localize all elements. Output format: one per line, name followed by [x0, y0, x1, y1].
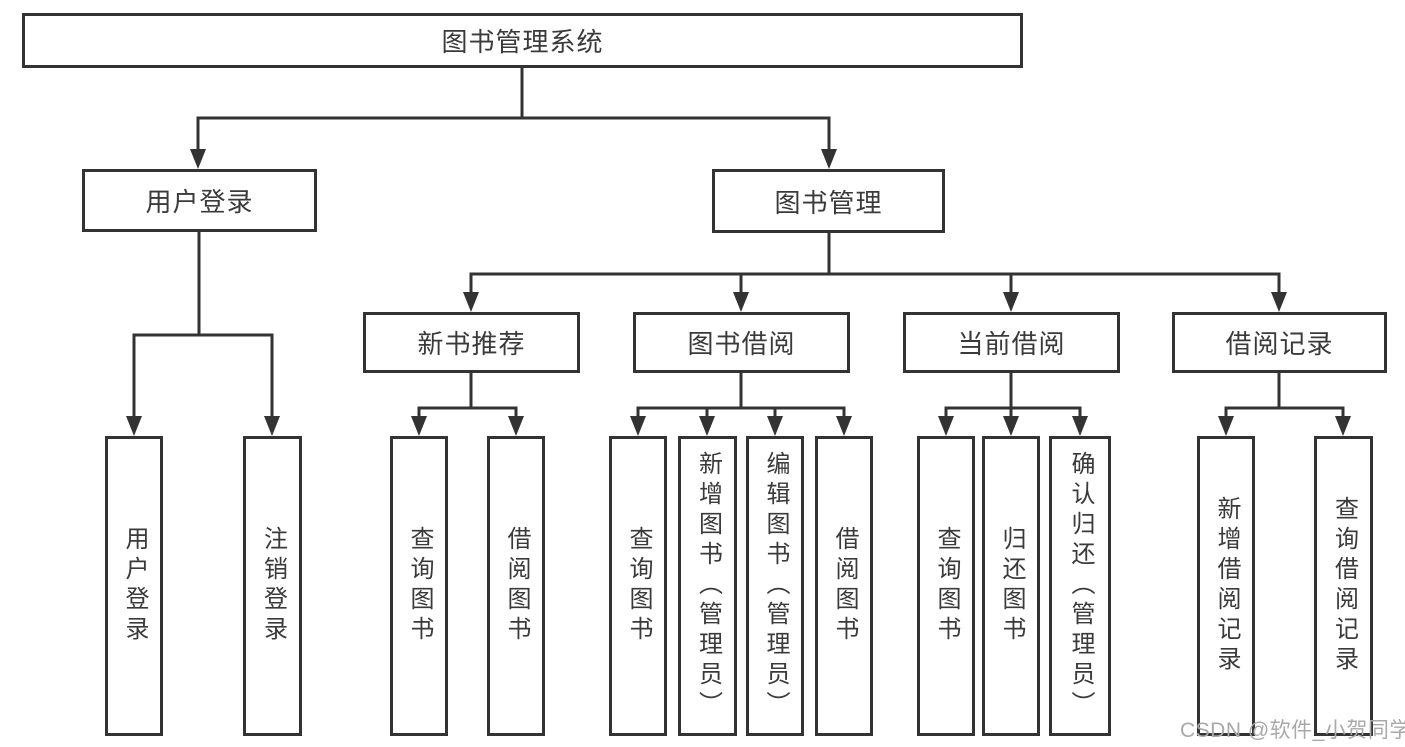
leaf-edit-book-admin: 编辑图书（管理员）	[746, 436, 804, 736]
leaf-borrow-books-borrowing: 借阅图书	[815, 436, 873, 736]
node-new-book-recommendation: 新书推荐	[363, 312, 580, 373]
node-book-borrowing: 图书借阅	[633, 312, 850, 373]
watermark-csdn: CSDN @软件_小贺同学	[1180, 719, 1405, 742]
node-borrowing-records: 借阅记录	[1172, 312, 1387, 373]
leaf-return-books: 归还图书	[982, 436, 1040, 736]
leaf-user-login: 用户登录	[105, 436, 163, 736]
leaf-query-books-current: 查询图书	[917, 436, 975, 736]
leaf-add-borrow-record: 新增借阅记录	[1197, 436, 1255, 736]
leaf-query-books-borrowing: 查询图书	[609, 436, 667, 736]
leaf-query-books-recommend: 查询图书	[390, 436, 448, 736]
node-library-management-system: 图书管理系统	[22, 13, 1023, 68]
leaf-query-borrow-record: 查询借阅记录	[1314, 436, 1373, 736]
node-user-login: 用户登录	[82, 169, 317, 232]
leaf-add-book-admin: 新增图书（管理员）	[678, 436, 737, 736]
node-book-management: 图书管理	[712, 169, 945, 233]
leaf-confirm-return-admin: 确认归还（管理员）	[1049, 436, 1111, 736]
leaf-borrow-books-recommend: 借阅图书	[487, 436, 545, 736]
node-current-borrowing: 当前借阅	[903, 312, 1120, 373]
leaf-logout: 注销登录	[243, 436, 302, 736]
